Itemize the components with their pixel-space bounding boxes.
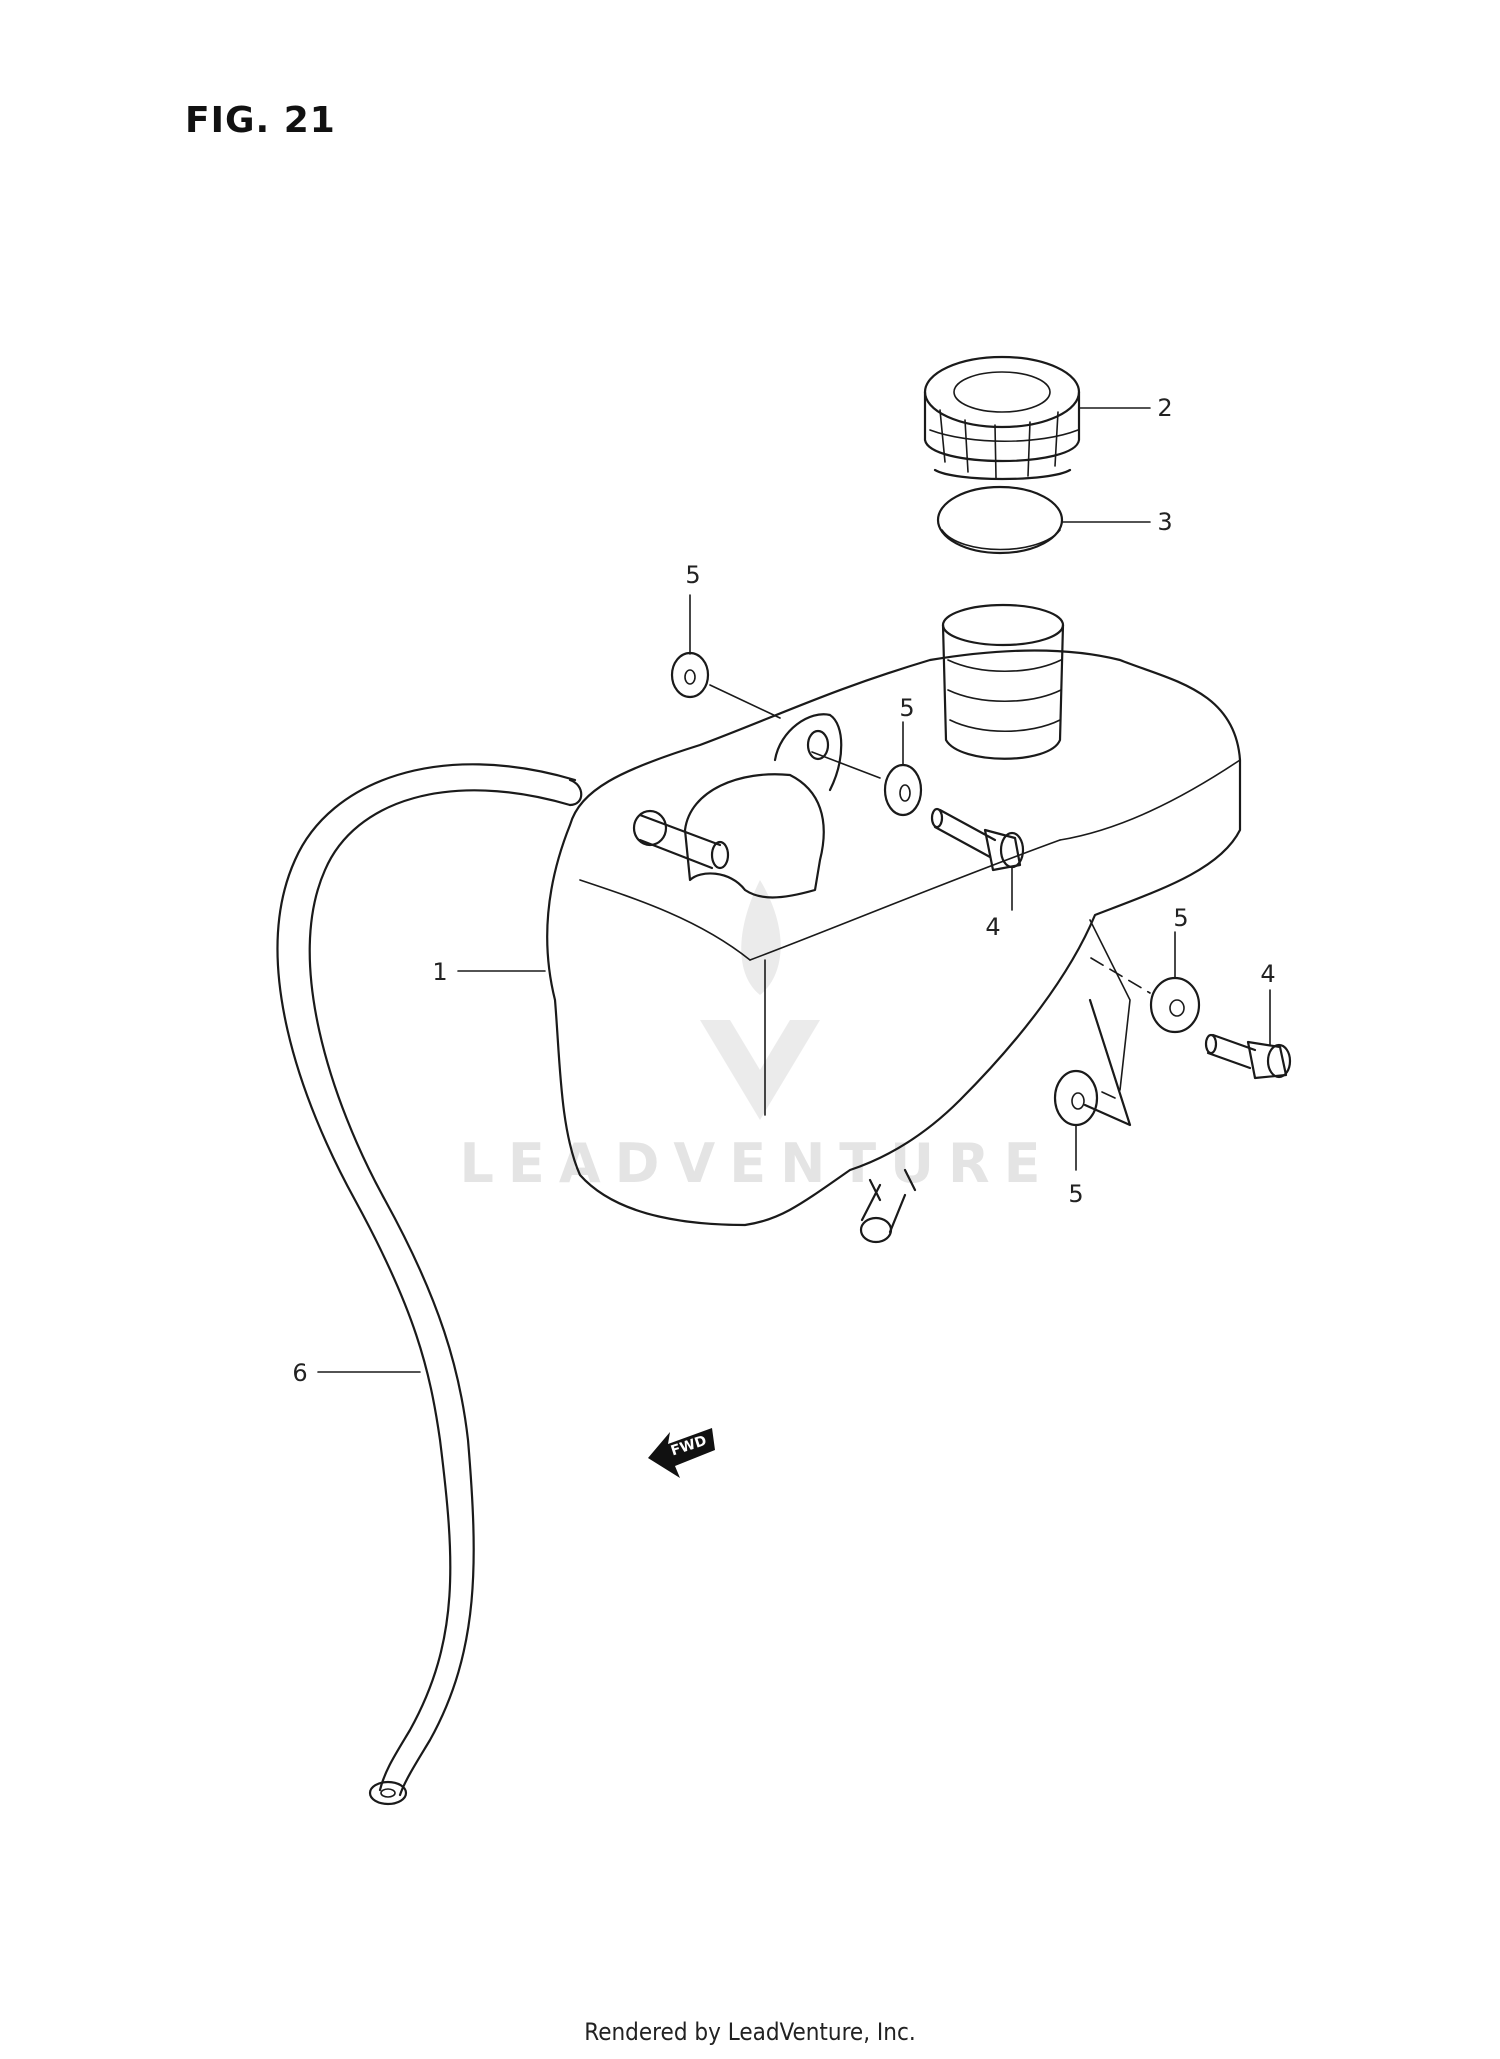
washer-top-mid <box>883 763 923 817</box>
callout-gasket: 3 <box>1157 508 1172 536</box>
assembly-lines <box>709 684 1151 1099</box>
watermark: LEADVENTURE <box>460 880 1055 1195</box>
vent-hose <box>276 763 583 1806</box>
oil-tank <box>546 603 1242 1244</box>
watermark-text: LEADVENTURE <box>460 1132 1055 1195</box>
bolt-right <box>1204 1033 1292 1080</box>
figure-title: FIG. 21 <box>185 100 336 141</box>
footer-credit: Rendered by LeadVenture, Inc. <box>584 2018 916 2046</box>
callout-hose: 6 <box>292 1359 307 1387</box>
watermark-v-icon <box>700 1020 820 1120</box>
callout-washer-top-left: 5 <box>685 561 700 589</box>
callout-washer-right-lower: 5 <box>1068 1180 1083 1208</box>
bolt-top <box>930 807 1025 872</box>
washer-right-upper <box>1149 976 1201 1034</box>
callouts: 1 2 3 5 5 4 5 4 5 6 <box>292 394 1275 1387</box>
washer-right-lower <box>1053 1069 1099 1127</box>
watermark-flame-icon <box>741 880 781 995</box>
callout-tank: 1 <box>432 958 447 986</box>
tank-cap <box>923 355 1081 481</box>
leader-lines <box>317 407 1271 1373</box>
fwd-marker: FWD <box>648 1428 715 1478</box>
callout-bolt-right: 4 <box>1260 960 1275 988</box>
cap-gasket <box>936 485 1064 555</box>
callout-cap: 2 <box>1157 394 1172 422</box>
washer-top-left <box>670 651 710 699</box>
callout-washer-top-mid: 5 <box>899 694 914 722</box>
callout-washer-right-upper: 5 <box>1173 904 1188 932</box>
callout-bolt-top: 4 <box>985 913 1000 941</box>
fwd-arrow-icon <box>648 1428 715 1478</box>
